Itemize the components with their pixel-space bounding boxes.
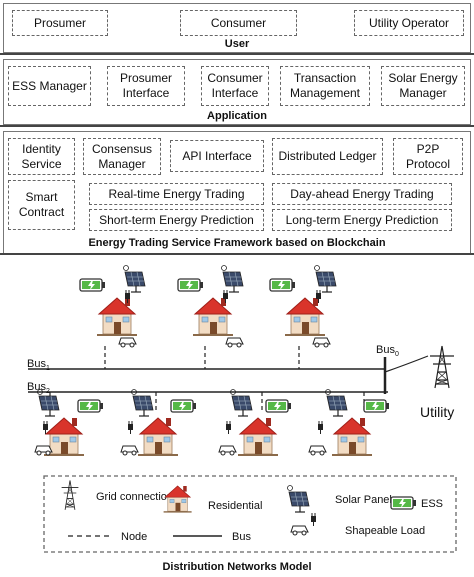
fw-api-interface-box: API Interface xyxy=(170,140,264,172)
bus1-label: Bus xyxy=(27,358,46,370)
house-top-3 xyxy=(269,264,337,348)
house-top-2 xyxy=(177,264,244,348)
legend-node-label: Node xyxy=(121,531,147,543)
application-layer-label: Application xyxy=(207,110,267,122)
user-prosumer-label: Prosumer xyxy=(33,15,86,30)
framework-separator xyxy=(0,253,474,255)
plug-icon xyxy=(225,420,232,435)
ess-icon xyxy=(170,399,197,413)
car-icon xyxy=(218,445,237,456)
car-icon xyxy=(118,337,137,348)
solar-panel-icon xyxy=(122,264,146,293)
solar-panel-icon xyxy=(220,264,244,293)
user-layer-label: User xyxy=(224,38,250,50)
utility-label: Utility xyxy=(420,404,454,420)
bus2-sub: 2 xyxy=(46,388,50,395)
ess-icon xyxy=(265,399,292,413)
app-ess-manager-box: ESS Manager xyxy=(8,66,91,106)
user-utility-operator-label: Utility Operator xyxy=(368,15,450,30)
fw-real-time-trading-label: Real-time Energy Trading xyxy=(108,186,245,201)
app-solar-energy-manager-label: Solar Energy Manager xyxy=(388,71,458,100)
ess-icon xyxy=(363,399,390,413)
solar-panel-icon xyxy=(130,388,154,417)
legend-shapeable-load-label: Shapeable Load xyxy=(345,525,425,537)
fw-p2p-protocol-box: P2P Protocol xyxy=(393,138,463,175)
fw-consensus-manager-label: Consensus Manager xyxy=(91,141,153,171)
app-prosumer-interface-box: Prosumer Interface xyxy=(107,66,185,106)
fw-short-term-prediction-box: Short-term Energy Prediction xyxy=(89,209,264,231)
fw-real-time-trading-box: Real-time Energy Trading xyxy=(89,183,264,205)
solar-panel-icon xyxy=(229,388,253,417)
app-consumer-interface-box: Consumer Interface xyxy=(201,66,269,106)
bus0-sub: 0 xyxy=(395,351,399,358)
user-consumer-label: Consumer xyxy=(210,15,267,30)
house-bottom-3 xyxy=(218,388,292,457)
fw-distributed-ledger-box: Distributed Ledger xyxy=(272,138,383,175)
app-prosumer-interface-label: Prosumer Interface xyxy=(119,71,172,100)
fw-long-term-prediction-box: Long-term Energy Prediction xyxy=(272,209,452,231)
svg-text:Bus1: Bus1 xyxy=(27,358,50,372)
house-bottom-4 xyxy=(308,388,390,457)
legend-ess-icon xyxy=(390,496,417,510)
house-bottom-1 xyxy=(34,388,104,457)
user-prosumer-box: Prosumer xyxy=(12,10,108,36)
legend-ess-label: ESS xyxy=(421,498,443,510)
fw-day-ahead-trading-label: Day-ahead Energy Trading xyxy=(290,186,434,201)
fw-short-term-prediction-label: Short-term Energy Prediction xyxy=(99,212,254,227)
car-icon xyxy=(34,445,53,456)
user-consumer-box: Consumer xyxy=(180,10,297,36)
car-icon xyxy=(225,337,244,348)
user-separator xyxy=(0,53,474,55)
app-ess-manager-label: ESS Manager xyxy=(12,78,87,93)
legend-box xyxy=(43,475,457,553)
car-icon xyxy=(120,445,139,456)
network-label: Distribution Networks Model xyxy=(162,561,311,573)
plug-icon xyxy=(317,420,324,435)
app-transaction-management-box: Transaction Management xyxy=(280,66,370,106)
fw-api-interface-label: API Interface xyxy=(182,148,252,163)
legend-bus-label: Bus xyxy=(232,531,251,543)
utility-tower-icon xyxy=(429,345,455,389)
ess-icon xyxy=(177,278,204,292)
fw-p2p-protocol-label: P2P Protocol xyxy=(405,141,451,171)
car-icon xyxy=(312,337,331,348)
bus1-sub: 1 xyxy=(46,365,50,372)
fw-identity-service-label: Identity Service xyxy=(21,141,62,171)
framework-layer-label: Energy Trading Service Framework based o… xyxy=(88,237,386,249)
user-utility-operator-box: Utility Operator xyxy=(354,10,464,36)
fw-day-ahead-trading-box: Day-ahead Energy Trading xyxy=(272,183,452,205)
solar-panel-icon xyxy=(313,264,337,293)
plug-icon xyxy=(42,420,49,435)
fw-smart-contract-box: Smart Contract xyxy=(8,180,75,230)
fw-consensus-manager-box: Consensus Manager xyxy=(83,138,161,175)
svg-text:Bus0: Bus0 xyxy=(376,344,399,358)
legend-solar-panel-label: Solar Panel xyxy=(335,494,392,506)
legend-grid-connection-label: Grid connection xyxy=(96,491,173,503)
house-top-1 xyxy=(79,264,146,348)
fw-smart-contract-label: Smart Contract xyxy=(18,190,65,219)
ess-icon xyxy=(77,399,104,413)
car-icon xyxy=(308,445,327,456)
app-transaction-management-label: Transaction Management xyxy=(289,71,361,100)
solar-panel-icon xyxy=(324,388,348,417)
ess-icon xyxy=(79,278,106,292)
plug-icon xyxy=(127,420,134,435)
bus0-label: Bus xyxy=(376,344,395,356)
fw-long-term-prediction-label: Long-term Energy Prediction xyxy=(285,212,439,227)
app-consumer-interface-label: Consumer Interface xyxy=(207,71,263,100)
ess-icon xyxy=(269,278,296,292)
fw-distributed-ledger-label: Distributed Ledger xyxy=(278,149,377,163)
house-bottom-2 xyxy=(120,388,197,457)
fw-identity-service-box: Identity Service xyxy=(8,138,75,175)
bus2-label: Bus xyxy=(27,381,46,393)
svg-text:Bus2: Bus2 xyxy=(27,381,50,395)
application-separator xyxy=(0,125,474,127)
app-solar-energy-manager-box: Solar Energy Manager xyxy=(381,66,465,106)
legend-residential-label: Residential xyxy=(208,500,262,512)
